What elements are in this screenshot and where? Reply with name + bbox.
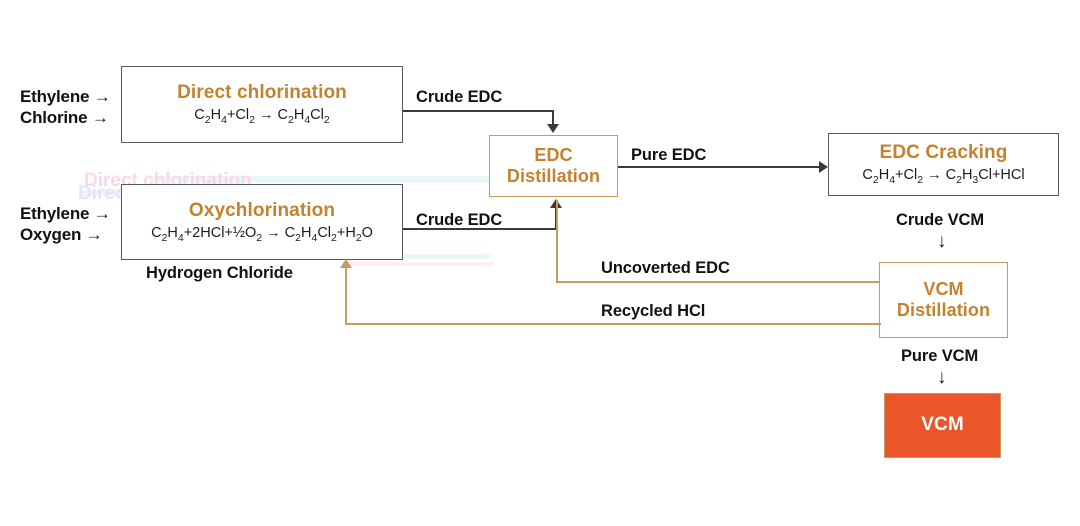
box-oxychlorination-title: Oxychlorination bbox=[188, 199, 336, 221]
box-direct-chlorination[interactable]: Direct chlorination C2H4+Cl2 → C2H4Cl2 bbox=[121, 66, 403, 143]
box-oxychlorination[interactable]: Oxychlorination C2H4+2HCl+½O2 → C2H4Cl2+… bbox=[121, 184, 403, 260]
arrowhead-crude-edc-into-distillation bbox=[547, 124, 559, 133]
box-direct-chlorination-title: Direct chlorination bbox=[177, 82, 347, 104]
arrowhead-pure-edc-into-cracking bbox=[819, 161, 828, 173]
stream-label-pure-vcm: Pure VCM bbox=[901, 347, 979, 365]
box-vcm-distillation-title-line2: Distillation bbox=[896, 300, 991, 320]
box-vcm-distillation[interactable]: VCM Distillation bbox=[879, 262, 1008, 338]
line-uncoverted-edc-vertical bbox=[556, 200, 558, 282]
line-uncoverted-edc-horizontal bbox=[556, 281, 880, 283]
feed-label-ethylene-direct: Ethylene → bbox=[20, 87, 111, 106]
stream-label-pure-edc: Pure EDC bbox=[631, 146, 707, 164]
stream-label-recycled-hcl: Recycled HCl bbox=[601, 302, 706, 320]
box-vcm-product[interactable]: VCM bbox=[884, 393, 1001, 458]
arrow-down-crude-vcm: ↓ bbox=[937, 231, 947, 252]
line-pure-edc bbox=[618, 166, 821, 168]
box-edc-distillation[interactable]: EDC Distillation bbox=[489, 135, 618, 197]
box-direct-chlorination-formula: C2H4+Cl2 → C2H4Cl2 bbox=[194, 107, 330, 127]
stream-label-hydrogen-chloride: Hydrogen Chloride bbox=[146, 264, 293, 282]
stream-label-crude-edc-top: Crude EDC bbox=[416, 88, 503, 106]
stream-label-uncoverted-edc: Uncoverted EDC bbox=[601, 259, 730, 277]
box-oxychlorination-formula: C2H4+2HCl+½O2 → C2H4Cl2+H2O bbox=[151, 224, 373, 244]
line-crude-edc-top-horizontal bbox=[403, 110, 554, 112]
stream-label-crude-edc-bottom: Crude EDC bbox=[416, 211, 503, 229]
box-edc-cracking-title: EDC Cracking bbox=[879, 142, 1008, 164]
ghost-band-cyan-upper bbox=[150, 176, 490, 183]
line-crude-edc-bottom-horizontal bbox=[403, 228, 556, 230]
box-vcm-product-title: VCM bbox=[921, 414, 964, 436]
line-recycled-hcl-vertical bbox=[345, 268, 347, 324]
box-edc-cracking-formula: C2H4+Cl2 → C2H3Cl+HCl bbox=[862, 167, 1025, 187]
stream-label-crude-vcm: Crude VCM bbox=[896, 211, 985, 229]
arrow-down-pure-vcm: ↓ bbox=[937, 367, 947, 388]
ghost-band-pink-lower bbox=[345, 262, 493, 266]
line-crude-edc-bottom-vertical bbox=[555, 208, 557, 229]
arrowhead-recycled-hcl-into-oxychlorination bbox=[340, 259, 352, 268]
feed-label-ethylene-oxy: Ethylene → bbox=[20, 204, 111, 223]
line-recycled-hcl-horizontal bbox=[345, 323, 881, 325]
box-edc-distillation-title-line2: Distillation bbox=[506, 166, 601, 186]
box-vcm-distillation-title-line1: VCM bbox=[923, 279, 964, 300]
box-edc-cracking[interactable]: EDC Cracking C2H4+Cl2 → C2H3Cl+HCl bbox=[828, 133, 1059, 196]
line-crude-edc-top-vertical bbox=[552, 110, 554, 125]
feed-label-oxygen-oxy: Oxygen → bbox=[20, 225, 103, 244]
box-edc-distillation-title-line1: EDC bbox=[534, 145, 573, 166]
feed-label-chlorine-direct: Chlorine → bbox=[20, 108, 109, 127]
